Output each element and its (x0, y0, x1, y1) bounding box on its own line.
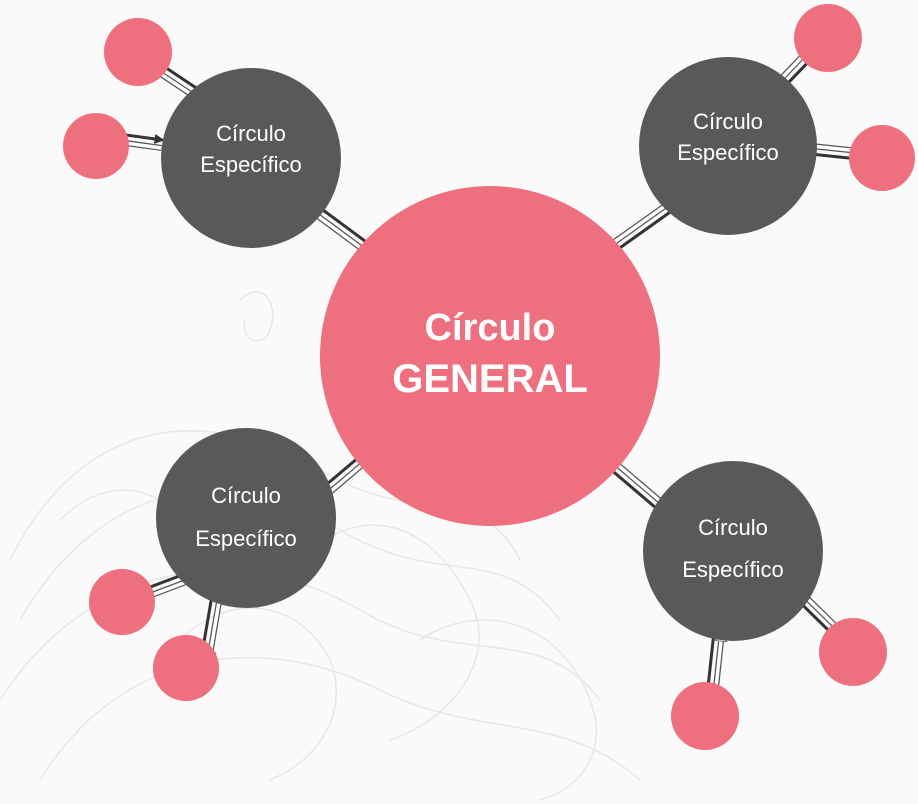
general-circle-label-line2: GENERAL (392, 357, 588, 401)
satellite-circle (671, 682, 739, 750)
satellite-circle (153, 635, 219, 701)
satellite-circle (63, 113, 129, 179)
satellite-circle (794, 4, 862, 72)
specific-circle-label-line1: Círculo (693, 109, 763, 134)
specific-circle-label-line1: Círculo (216, 121, 286, 146)
specific-circle-label-line2: Específico (200, 152, 302, 177)
specific-circle-top-left: Círculo Específico (161, 68, 341, 248)
specific-circle-label-line2: Específico (195, 526, 297, 551)
specific-circle-label-line2: Específico (677, 140, 779, 165)
general-circle-label-line1: Círculo (425, 307, 556, 349)
satellite-circle (89, 569, 155, 635)
specific-circle-bottom-right: Círculo Específico (643, 461, 823, 641)
specific-circle-label-line1: Círculo (211, 483, 281, 508)
satellite-circle (104, 18, 172, 86)
specific-circle-bottom-left: Círculo Específico (156, 428, 336, 608)
specific-circle-label-line2: Específico (682, 557, 784, 582)
satellite-circle (819, 618, 887, 686)
specific-circle-top-right: Círculo Específico (639, 57, 817, 235)
satellite-circle (849, 125, 915, 191)
specific-circle-label-line1: Círculo (698, 515, 768, 540)
satellite-circles (63, 4, 915, 750)
general-circle: Círculo GENERAL (320, 186, 660, 526)
